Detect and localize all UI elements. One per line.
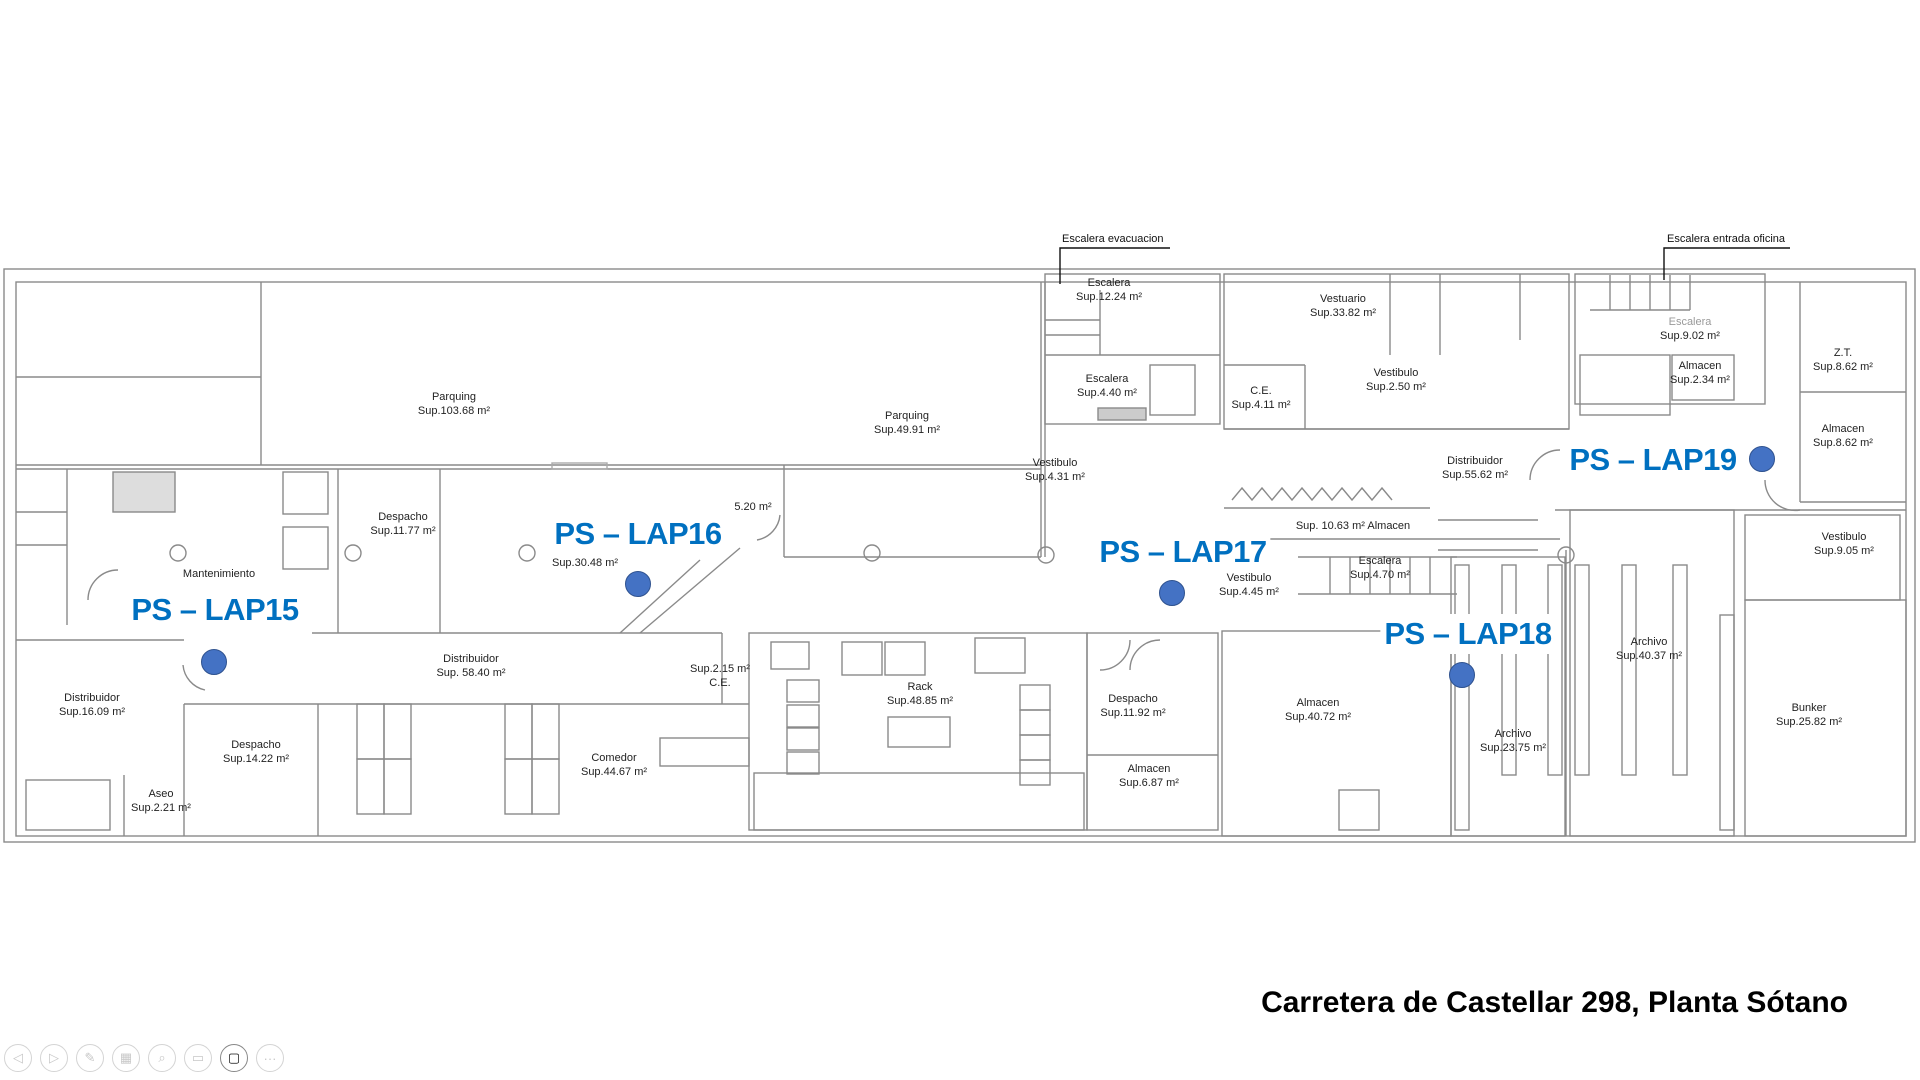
ap-marker-lap15[interactable]: [201, 649, 227, 675]
callout-escalera-entrada-oficina: Escalera entrada oficina: [1667, 233, 1786, 245]
ap-marker-lap19[interactable]: [1749, 446, 1775, 472]
ap-marker-lap18[interactable]: [1449, 662, 1475, 688]
next-icon[interactable]: ▷: [40, 1044, 68, 1072]
room-label: 5.20 m²: [734, 501, 772, 513]
ap-label-lap19: PS – LAP19: [1565, 440, 1741, 480]
previous-icon[interactable]: ◁: [4, 1044, 32, 1072]
room-label: Sup.30.48 m²: [551, 557, 619, 569]
camera-icon[interactable]: ▢: [220, 1044, 248, 1072]
callout-escalera-evacuacion: Escalera evacuacion: [1062, 233, 1164, 245]
subtitles-icon[interactable]: ▭: [184, 1044, 212, 1072]
more-icon[interactable]: ···: [256, 1044, 284, 1072]
slides-icon[interactable]: ▦: [112, 1044, 140, 1072]
ap-label-lap17: PS – LAP17: [1095, 532, 1271, 572]
ap-label-lap16: PS – LAP16: [550, 514, 726, 554]
room-label: Mantenimiento: [182, 568, 256, 580]
room-label: C.E.Sup.4.11 m²: [1231, 385, 1291, 411]
zoom-icon[interactable]: ⌕: [148, 1044, 176, 1072]
room-label: Sup. 10.63 m² Almacen: [1295, 520, 1411, 532]
pen-icon[interactable]: ✎: [76, 1044, 104, 1072]
presentation-toolbar: ◁ ▷ ✎ ▦ ⌕ ▭ ▢ ···: [4, 1044, 284, 1072]
ap-marker-lap16[interactable]: [625, 571, 651, 597]
ap-label-lap15: PS – LAP15: [127, 590, 303, 630]
ap-marker-lap17[interactable]: [1159, 580, 1185, 606]
slide-title: Carretera de Castellar 298, Planta Sótan…: [1261, 986, 1848, 1019]
room-label: Z.T.Sup.8.62 m²: [1813, 347, 1873, 373]
ap-label-lap18: PS – LAP18: [1380, 614, 1556, 654]
